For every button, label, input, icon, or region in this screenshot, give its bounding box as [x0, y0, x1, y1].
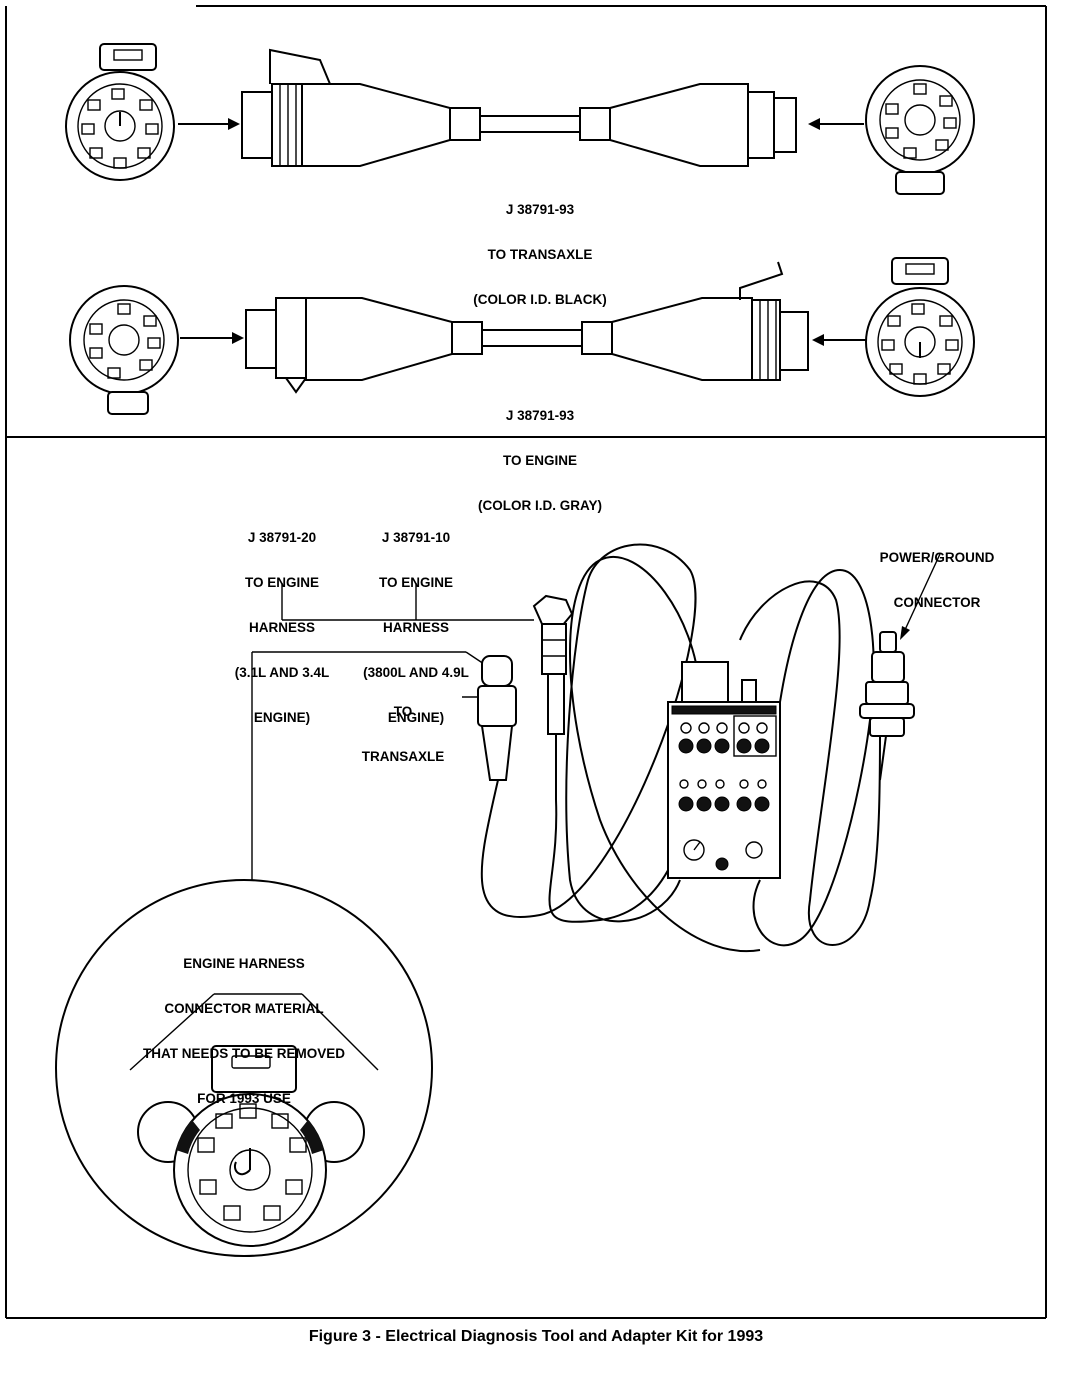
- right-connector-face-1: [865, 65, 975, 195]
- harness-1-line2: HARNESS: [248, 620, 315, 635]
- adapter-2-label: J 38791-93 TO ENGINE (COLOR I.D. GRAY): [430, 378, 650, 528]
- adapter-2-color-id: (COLOR I.D. GRAY): [477, 498, 602, 513]
- harness-2-label: J 38791-10 TO ENGINE HARNESS (3800L AND …: [346, 500, 486, 740]
- left-connector-face-2: [69, 285, 179, 415]
- harness-1-line4: ENGINE): [253, 710, 311, 725]
- detail-line3: THAT NEEDS TO BE REMOVED: [142, 1046, 346, 1061]
- power-ground-line1: POWER/GROUND: [879, 550, 995, 565]
- harness-1-line3: (3.1L AND 3.4L: [234, 665, 330, 680]
- adapter-1-destination: TO TRANSAXLE: [487, 247, 593, 262]
- transaxle-label: TO TRANSAXLE: [348, 674, 458, 779]
- adapter-cable-engine: [69, 257, 975, 415]
- harness-2-line4: ENGINE): [387, 710, 445, 725]
- detail-line2: CONNECTOR MATERIAL: [164, 1001, 324, 1016]
- adapter-cable-transaxle: [65, 43, 975, 195]
- adapter-2-part: J 38791-93: [505, 408, 575, 423]
- harness-2-line3: (3800L AND 4.9L: [363, 665, 469, 680]
- tester-harness-assembly: [251, 543, 941, 953]
- adapter-1-color-id: (COLOR I.D. BLACK): [473, 292, 607, 307]
- figure-frame: [5, 5, 1047, 1319]
- right-connector-face-2: [865, 257, 975, 397]
- adapter-1-label: J 38791-93 TO TRANSAXLE (COLOR I.D. BLAC…: [430, 172, 650, 322]
- harness-1-line1: TO ENGINE: [244, 575, 319, 590]
- harness-2-line1: TO ENGINE: [378, 575, 453, 590]
- harness-1-part: J 38791-20: [247, 530, 317, 545]
- transaxle-line1: TO: [393, 704, 413, 719]
- adapter-2-destination: TO ENGINE: [502, 453, 577, 468]
- figure-caption: Figure 3 - Electrical Diagnosis Tool and…: [308, 1328, 764, 1345]
- detail-line1: ENGINE HARNESS: [183, 956, 305, 971]
- transaxle-line2: TRANSAXLE: [361, 749, 445, 764]
- adapter-1-part: J 38791-93: [505, 202, 575, 217]
- harness-2-line2: HARNESS: [382, 620, 449, 635]
- connector-detail-callout: [55, 879, 433, 1257]
- power-ground-line2: CONNECTOR: [893, 595, 981, 610]
- detail-line4: FOR 1993 USE: [197, 1091, 291, 1106]
- harness-2-part: J 38791-10: [381, 530, 451, 545]
- left-connector-face-1: [65, 43, 175, 181]
- detail-label: ENGINE HARNESS CONNECTOR MATERIAL THAT N…: [114, 926, 374, 1121]
- power-ground-label: POWER/GROUND CONNECTOR: [862, 520, 1012, 625]
- harness-1-label: J 38791-20 TO ENGINE HARNESS (3.1L AND 3…: [212, 500, 352, 740]
